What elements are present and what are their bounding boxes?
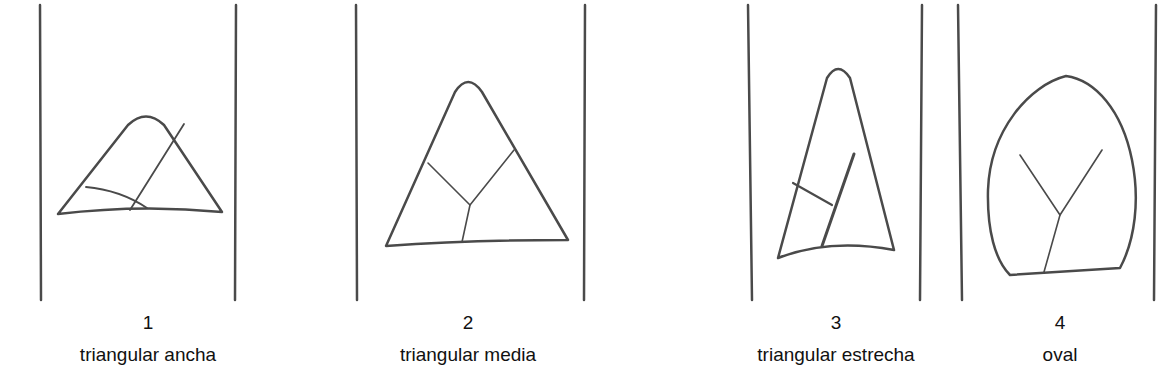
bud-vein (822, 154, 854, 246)
panel-1 (40, 5, 236, 300)
stem-line (356, 5, 357, 300)
stem-line (235, 5, 236, 300)
stem-line (920, 5, 922, 300)
panel-number: 3 (831, 312, 842, 335)
shape-caption: oval (1043, 344, 1078, 367)
panel-4 (958, 5, 1156, 300)
bud-vein (130, 124, 184, 210)
bud-vein (462, 150, 514, 242)
stem-line (958, 5, 962, 300)
panel-3 (748, 5, 922, 300)
stem-line (584, 5, 585, 300)
panel-2 (356, 5, 585, 300)
stem-line (40, 5, 41, 300)
panel-number: 2 (463, 312, 474, 335)
bud-vein (428, 163, 470, 205)
bud-outline (386, 82, 568, 246)
bud-outline (778, 69, 894, 258)
bud-vein (1020, 155, 1060, 215)
shape-caption: triangular estrecha (757, 344, 914, 367)
stem-line (1154, 5, 1156, 300)
panel-number: 1 (143, 312, 154, 335)
bud-outline (58, 117, 222, 215)
shape-caption: triangular ancha (80, 344, 216, 367)
panel-number: 4 (1055, 312, 1066, 335)
bud-outline (988, 76, 1136, 275)
stem-line (748, 5, 752, 300)
bud-vein (793, 183, 832, 205)
bud-vein (1044, 150, 1102, 272)
shape-caption: triangular media (400, 344, 536, 367)
